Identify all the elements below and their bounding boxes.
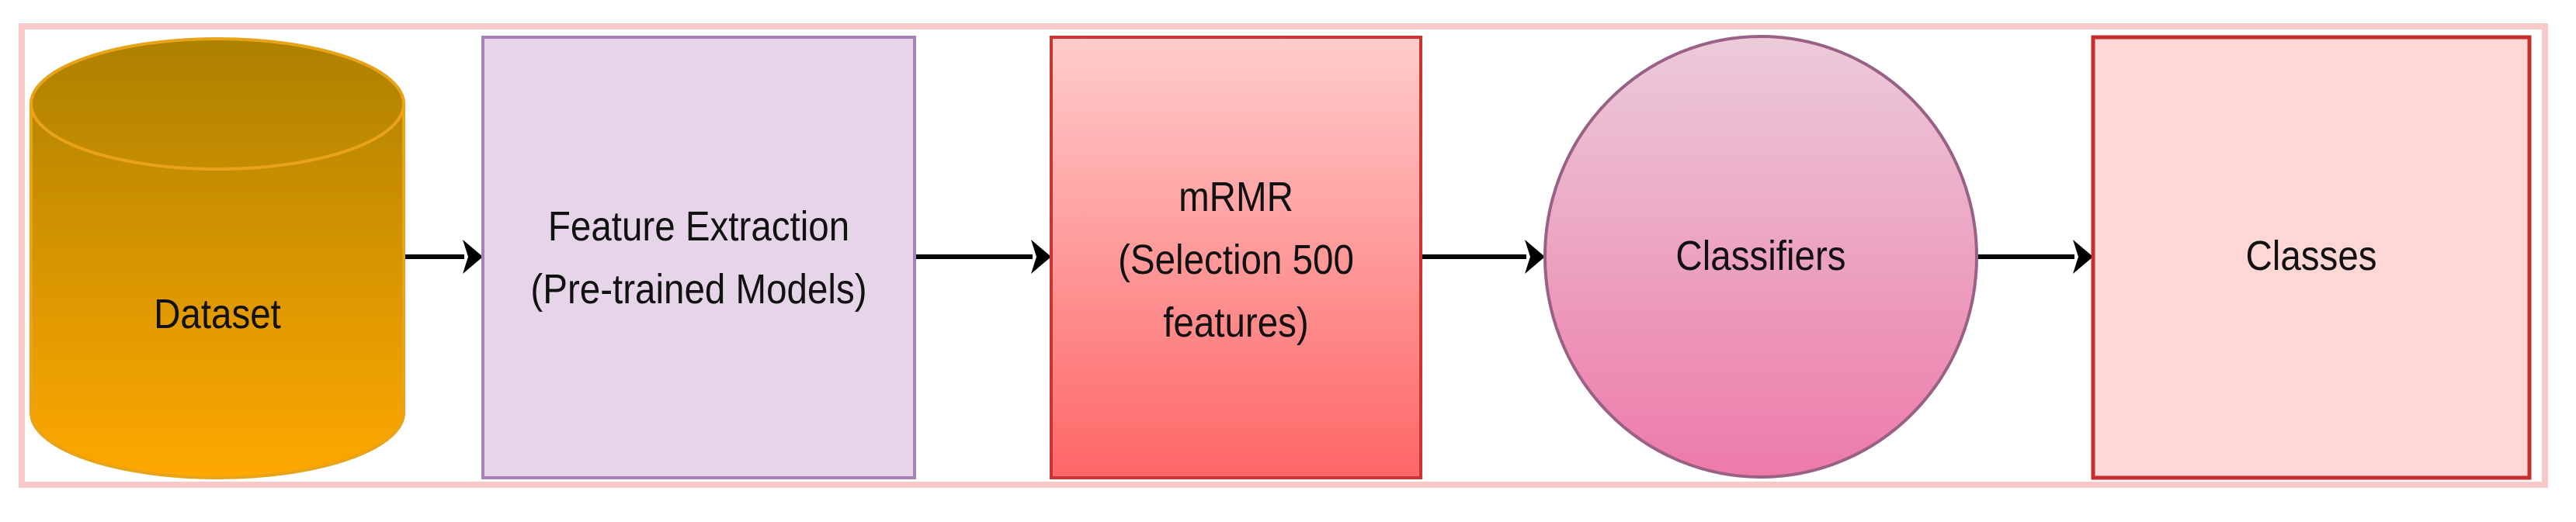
node-classes [2091,35,2532,480]
arrowhead-dataset-to-feature-extraction [463,240,483,274]
edges [404,240,2093,274]
arrowhead-classifiers-to-classes [2073,240,2093,274]
diagram-frame [19,23,2548,488]
feature-extraction-label: Feature Extraction (Pre-trained Models) [530,203,867,313]
mrmr-label: mRMR (Selection 500 features) [1118,173,1354,346]
arrowhead-feature-extraction-to-mrmr [1031,240,1051,274]
arrowhead-mrmr-to-classifiers [1525,240,1545,274]
node-feature-extraction [481,36,916,479]
node-dataset [30,37,405,479]
dataset-label: Dataset [154,290,281,337]
dataset-cylinder-body [30,37,405,479]
node-mrmr [1050,36,1422,479]
dataset-cylinder-top-rim [30,103,405,171]
classes-label: Classes [2245,232,2377,279]
node-classifiers [1543,35,1978,479]
classifiers-label: Classifiers [1675,232,1846,279]
